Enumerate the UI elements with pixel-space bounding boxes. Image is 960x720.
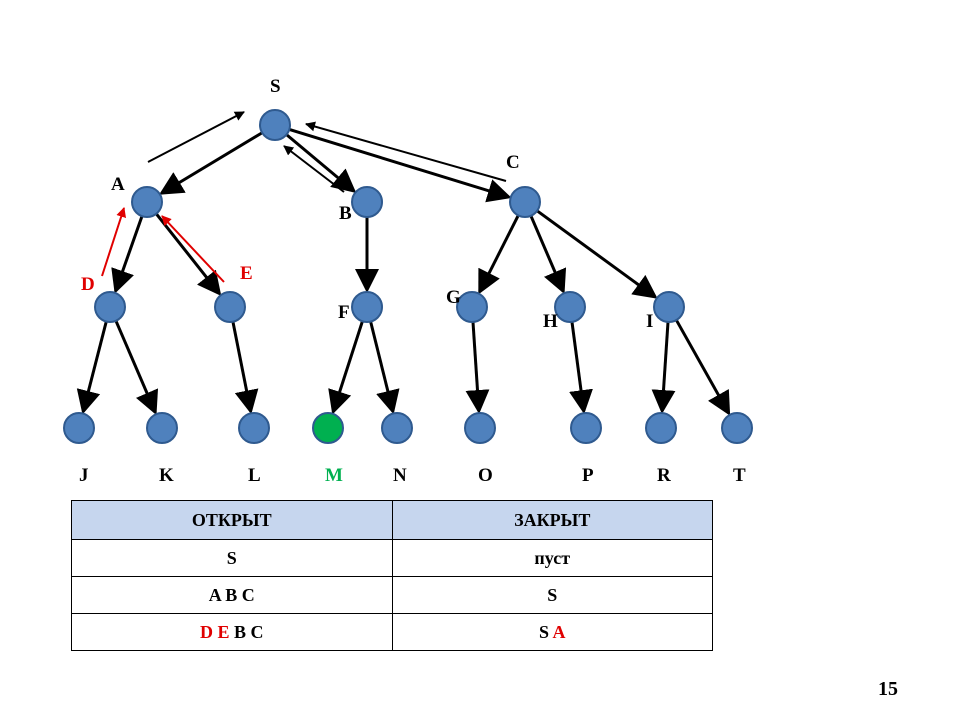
closed-list-value: пуст <box>534 547 571 568</box>
tree-node-n <box>381 412 413 444</box>
tree-node-g <box>456 291 488 323</box>
tree-edge-d-k <box>114 320 159 416</box>
tree-node-t <box>721 412 753 444</box>
tree-node-a <box>131 186 163 218</box>
node-label-f: F <box>338 302 350 323</box>
tree-node-e <box>214 291 246 323</box>
trace-arrow-e-to-a <box>161 215 225 283</box>
tree-node-i <box>653 291 685 323</box>
tree-edge-c-h <box>529 215 567 295</box>
tree-edge-f-m <box>328 320 364 415</box>
tree-edge-i-t <box>675 319 731 416</box>
tree-edge-c-i <box>536 209 658 299</box>
tree-node-p <box>570 412 602 444</box>
node-label-d: D <box>81 274 95 295</box>
open-list-header: ОТКРЫТ <box>71 500 393 540</box>
node-label-l: L <box>248 465 261 486</box>
node-label-o: O <box>478 465 493 486</box>
node-label-b: B <box>339 203 352 224</box>
tree-node-f <box>351 291 383 323</box>
closed-list-cell: S <box>391 576 713 614</box>
tree-edge-a-d <box>111 215 144 294</box>
trace-arrow-to-s-from-c <box>305 121 507 182</box>
open-list-cell: A B C <box>71 576 393 614</box>
tree-edge-h-p <box>569 321 593 415</box>
trace-arrow-to-s-from-a <box>147 111 245 163</box>
trace-arrow-d-to-a <box>101 207 126 277</box>
node-label-r: R <box>657 465 671 486</box>
tree-edge-d-j <box>76 321 108 415</box>
closed-list-cell: S A <box>391 613 713 651</box>
node-label-i: I <box>646 311 653 332</box>
open-list-cell: D E B C <box>71 613 393 651</box>
node-label-h: H <box>543 311 558 332</box>
tree-node-l <box>238 412 270 444</box>
open-list-value: D E <box>199 621 230 642</box>
trace-arrow-to-s-from-b <box>283 145 345 193</box>
node-label-e: E <box>240 263 253 284</box>
node-label-k: K <box>159 465 174 486</box>
tree-node-o <box>464 412 496 444</box>
tree-edge-a-e <box>155 212 222 297</box>
tree-node-r <box>645 412 677 444</box>
tree-edge-e-l <box>231 321 259 415</box>
tree-node-h <box>554 291 586 323</box>
tree-edge-i-r <box>651 321 676 415</box>
tree-node-k <box>146 412 178 444</box>
page-number: 15 <box>878 678 898 700</box>
node-label-n: N <box>393 465 407 486</box>
search-tree-diagram: S A B C D E F G H I J K L M N O P R T <box>63 76 753 486</box>
node-label-p: P <box>582 465 594 486</box>
closed-list-header: ЗАКРЫТ <box>391 500 713 540</box>
tree-edge-c-g <box>478 214 520 295</box>
closed-list-value: S <box>547 584 558 605</box>
open-list-value: B C <box>229 621 264 642</box>
tree-edge-s-a <box>158 131 263 195</box>
node-label-c: C <box>506 152 520 173</box>
open-list-value: A B C <box>208 584 255 605</box>
node-label-g: G <box>446 287 461 308</box>
tree-node-c <box>509 186 541 218</box>
tree-edge-s-c <box>288 127 512 203</box>
tree-node-s <box>259 109 291 141</box>
node-label-j: J <box>79 465 89 486</box>
node-label-a: A <box>111 174 125 195</box>
tree-node-m <box>312 412 344 444</box>
open-list-value: S <box>226 547 237 568</box>
tree-node-j <box>63 412 95 444</box>
node-label-s: S <box>270 76 281 97</box>
table-header-row: ОТКРЫТ ЗАКРЫТ <box>71 500 713 540</box>
tree-edge-s-b <box>285 133 357 194</box>
closed-list-value: A <box>552 621 566 642</box>
tree-edge-f-n <box>369 321 400 415</box>
closed-list-cell: пуст <box>391 539 713 577</box>
node-label-t: T <box>733 465 746 486</box>
open-list-cell: S <box>71 539 393 577</box>
tree-node-d <box>94 291 126 323</box>
tree-node-b <box>351 186 383 218</box>
node-label-m: M <box>325 465 343 486</box>
tree-edge-g-o <box>465 321 490 415</box>
closed-list-value: S <box>538 621 553 642</box>
